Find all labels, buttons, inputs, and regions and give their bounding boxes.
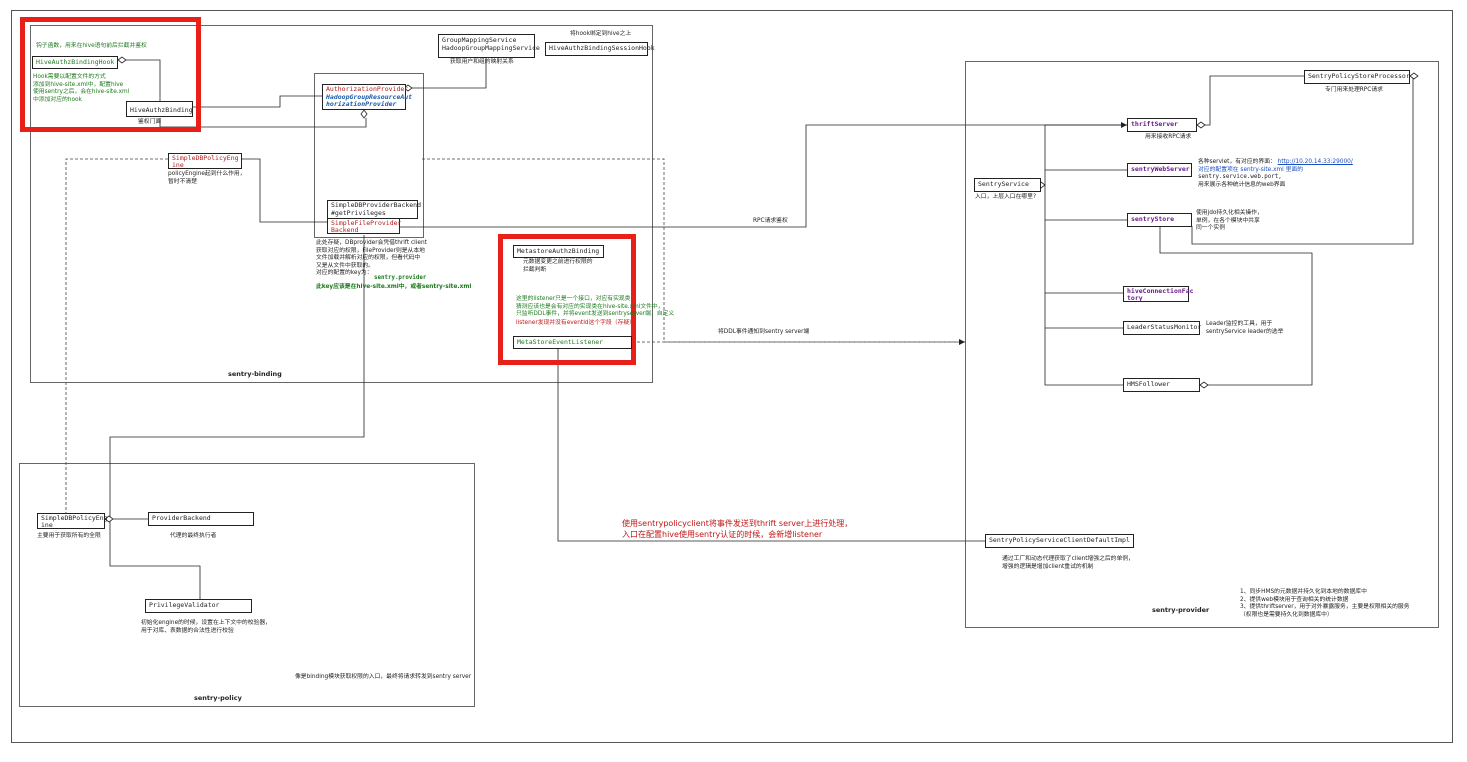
service-desc: 入口，上层入口在哪里? — [975, 194, 1037, 200]
file-backend-line-1: SimpleFileProvider — [331, 219, 402, 227]
hook-class[interactable]: HiveAuthzBindingHook — [32, 56, 118, 69]
provider-key-location: 此key应该是在hive-site.xml中，或者sentry-site.xml — [316, 284, 472, 290]
policy-engine-desc: 主要用于获取所有的全限 — [37, 533, 101, 539]
file-backend-class[interactable]: SimpleFileProvider Backend — [327, 218, 402, 234]
client-event-note: 使用sentrypolicyclient将事件发送到thrift server上… — [622, 519, 853, 539]
metastore-listener-desc: 这里的listener只是一个接口，对应有实现类 猜测应该也是会有对应的实现类在… — [516, 296, 675, 317]
group-mapping-line-1: GroupMappingService — [442, 36, 517, 44]
policy-engine-class[interactable]: SimpleDBPolicyEng ine — [37, 513, 108, 529]
sentry-store-class[interactable]: sentryStore — [1127, 213, 1192, 227]
group-mapping-desc: 获取用户和组的映射关系 — [450, 59, 514, 65]
metastore-binding-desc: 元数据变更之前进行权限的 拦截判断 — [523, 259, 593, 273]
auth-provider-class[interactable]: AuthorizationProvider HadoopGroupResourc… — [322, 84, 413, 110]
hook-desc-note: Hook需要以配置文件的方式 添加到hive-site.xml中，配置hive … — [33, 74, 130, 103]
provider-backend-class[interactable]: SimpleDBProviderBackend #getPrivileges — [327, 200, 422, 219]
metastore-listener-red: listener发现并没有eventId这个字段（存疑） — [516, 320, 635, 326]
hms-follower-class[interactable]: HMSFollower — [1123, 378, 1200, 392]
engine-line-2: ine — [172, 161, 184, 169]
rpc-label: RPC请求鉴权 — [753, 218, 788, 224]
web-desc-2: 对应的配置项在 sentry-site.xml 里面的 — [1198, 166, 1303, 173]
sentry-binding-label: sentry-binding — [228, 370, 282, 378]
group-mapping-line-2: HadoopGroupMappingService — [442, 44, 540, 52]
processor-desc: 专门用来处理RPC请求 — [1325, 87, 1383, 93]
hive-conn-line-2: tory — [1127, 294, 1143, 302]
binding-class[interactable]: HiveAuthzBinding — [126, 101, 193, 117]
auth-module-frame — [314, 73, 424, 238]
provider-summary: 1、同步HMS的元数据并持久化到本地的数据库中 2、提供web模块用于查询相关的… — [1240, 589, 1410, 618]
highlight-hook — [20, 17, 201, 132]
auth-provider-line-3: horizationProvider — [326, 100, 397, 108]
web-desc-block: 各种servlet，有对应的界面： http://10.20.14.33:290… — [1198, 159, 1358, 189]
client-impl-class[interactable]: SentryPolicyServiceClientDefaultImpl — [985, 534, 1134, 548]
outer-border — [11, 10, 1453, 743]
diamond-marker — [117, 56, 127, 64]
sentry-policy-label: sentry-policy — [194, 694, 242, 702]
web-desc-4: 用来展示各种统计信息的web界面 — [1198, 181, 1286, 188]
session-hook-class[interactable]: HiveAuthzBindingSessionHook — [545, 42, 655, 56]
ddl-label: 将DDL事件通知到sentry server端 — [718, 329, 810, 335]
provider-desc-note: 此处存疑，DBprovider会凭借thrift client 获取对应的权限，… — [316, 240, 427, 276]
hook-title-note: 钩子函数，用来在hive语句前后拦截并鉴权 — [36, 43, 147, 49]
hive-connection-factory-class[interactable]: hiveConnectionFac tory — [1123, 286, 1194, 302]
policy-engine-line-2: ine — [41, 521, 53, 529]
validator-desc: 初始化engine的时候，设置在上下文中的校验器， 用于对库、表数据的合法性进行… — [141, 620, 271, 634]
engine-desc-note: policyEngine起到什么作用， 暂时不清楚 — [168, 171, 246, 185]
thrift-server-class[interactable]: thriftServer — [1127, 118, 1197, 132]
file-backend-line-2: Backend — [331, 226, 359, 234]
sentry-policy-frame — [19, 463, 475, 707]
highlight-metastore — [498, 234, 636, 365]
store-desc: 使用jdo持久化相关操作， 单例，在各个模块中共享 同一个实例 — [1196, 210, 1263, 231]
web-server-class[interactable]: sentryWebServer — [1127, 163, 1192, 177]
privilege-validator-class[interactable]: PrivilegeValidator — [145, 599, 252, 613]
store-processor-class[interactable]: SentryPolicyStoreProcessor — [1304, 70, 1410, 84]
web-link[interactable]: http://10.20.14.33:29000/ — [1277, 159, 1353, 165]
sentry-binding-frame — [30, 25, 653, 383]
policy-provider-backend-class[interactable]: ProviderBackend — [148, 512, 254, 526]
binding-desc-note: 鉴权门面 — [138, 119, 162, 125]
leader-monitor-class[interactable]: LeaderStatusMonitor — [1123, 321, 1201, 335]
sentry-provider-label: sentry-provider — [1152, 606, 1210, 614]
policy-backend-desc: 代理的最终执行者 — [170, 533, 217, 539]
provider-key-note: sentry.provider — [374, 275, 427, 281]
engine-line-1: SimpleDBPolicyEng — [172, 154, 239, 162]
policy-engine-line-1: SimpleDBPolicyEng — [41, 514, 108, 522]
thrift-desc: 用来接收RPC请求 — [1145, 134, 1192, 140]
sentry-service-class[interactable]: SentryService — [974, 178, 1041, 192]
provider-backend-line-2: #getPrivileges — [331, 208, 386, 217]
sentry-provider-frame — [965, 61, 1439, 628]
web-desc-1: 各种servlet，有对应的界面： — [1198, 159, 1276, 165]
auth-provider-line-2: HadoopGroupResourceAut — [326, 92, 413, 101]
auth-provider-line-1: AuthorizationProvider — [326, 85, 409, 93]
hive-conn-line-1: hiveConnectionFac — [1127, 287, 1194, 295]
policy-bottom-note: 像是binding模块获取权限的入口，最终将请求转发到sentry server — [295, 674, 472, 680]
leader-desc: Leader监控的工具，用于 sentryService leader的选举 — [1206, 321, 1284, 335]
provider-backend-line-1: SimpleDBProviderBackend — [331, 201, 422, 209]
metastore-listener-class[interactable]: MetaStoreEventListener — [513, 336, 632, 349]
metastore-binding-class[interactable]: MetastoreAuthzBinding — [513, 245, 604, 258]
simple-db-engine-class[interactable]: SimpleDBPolicyEng ine — [168, 153, 242, 169]
group-mapping-class[interactable]: GroupMappingService HadoopGroupMappingSe… — [438, 34, 540, 58]
session-hook-desc: 将hook绑定到hive之上 — [570, 31, 632, 37]
web-desc-3: sentry.service.web.port, — [1198, 174, 1282, 180]
client-desc: 通过工厂和动态代理获取了client增强之后的单例， 增强的逻辑是增加clien… — [1002, 556, 1134, 570]
